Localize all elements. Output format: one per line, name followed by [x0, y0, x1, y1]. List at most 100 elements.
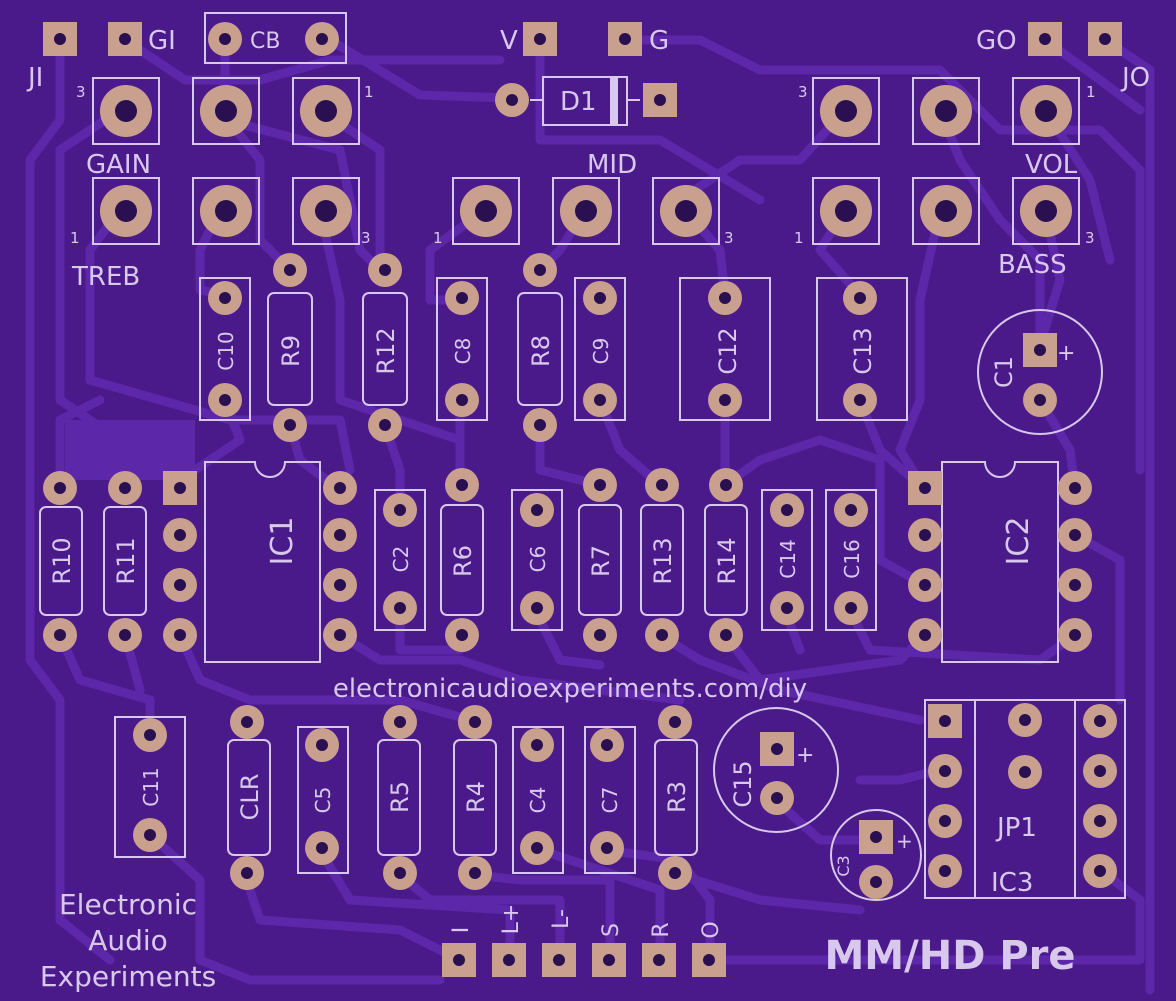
label-footer-o: O — [699, 921, 724, 938]
label-r12: R12 — [372, 327, 400, 374]
c11-outline — [114, 716, 186, 858]
c13-outline — [816, 277, 908, 421]
pot-pads — [92, 77, 1080, 245]
label-vol: VOL — [1025, 150, 1078, 180]
c7-outline — [584, 726, 636, 874]
label-d1: D1 — [560, 87, 597, 117]
c14-outline — [761, 489, 813, 631]
brand-line-3: Experiments — [40, 960, 216, 993]
label-jo: JO — [1120, 63, 1150, 93]
label-r3: R3 — [663, 781, 691, 813]
label-c9: C9 — [589, 338, 613, 365]
r3-outline — [654, 739, 698, 856]
label-r14: R14 — [713, 537, 741, 584]
label-c1-plus: + — [1057, 341, 1075, 366]
brand-line-2: Audio — [88, 924, 168, 957]
r14-outline — [704, 504, 748, 616]
pin-1-gain: 1 — [364, 83, 374, 101]
label-r13: R13 — [649, 537, 677, 584]
pin-1-mid: 1 — [433, 229, 443, 247]
label-c5: C5 — [311, 787, 335, 814]
pin-3-gain: 3 — [76, 83, 86, 101]
label-treb: TREB — [71, 262, 140, 292]
r4-outline — [453, 739, 497, 856]
label-c13: C13 — [849, 327, 877, 374]
components-layer — [39, 12, 1126, 977]
c3-outline — [830, 809, 922, 901]
ic1-outline — [204, 461, 321, 663]
label-ic3: IC3 — [991, 868, 1033, 898]
r7-outline — [578, 504, 622, 616]
r13-outline — [640, 504, 684, 616]
label-url: electronicaudioexperiments.com/diy — [333, 674, 807, 704]
c10-outline — [199, 277, 251, 421]
label-r10: R10 — [48, 537, 76, 584]
c4-outline — [512, 726, 564, 874]
pin-1-treb: 1 — [70, 229, 80, 247]
label-r11: R11 — [112, 537, 140, 584]
cb-outline — [204, 12, 347, 64]
label-gi: GI — [148, 26, 176, 56]
r9-outline — [267, 292, 313, 406]
pin-3-treb: 3 — [361, 229, 371, 247]
label-r5: R5 — [386, 781, 414, 813]
label-c7: C7 — [598, 787, 622, 814]
label-r9: R9 — [277, 335, 305, 367]
label-r7: R7 — [587, 545, 615, 577]
label-v: V — [500, 26, 518, 56]
pin-3-bass: 3 — [1085, 229, 1095, 247]
r12-outline — [362, 292, 408, 406]
r11-outline — [103, 506, 147, 616]
c8-outline — [436, 277, 488, 421]
label-clr: CLR — [236, 774, 264, 821]
label-r8: R8 — [527, 335, 555, 367]
label-footer-l-minus: L- — [549, 909, 574, 929]
label-c2: C2 — [389, 546, 413, 573]
label-jp1: JP1 — [995, 813, 1037, 843]
label-ic1: IC1 — [265, 517, 300, 566]
brand-line-1: Electronic — [59, 888, 197, 921]
label-c14: C14 — [776, 539, 800, 578]
ic2-outline — [941, 461, 1059, 663]
c6-outline — [511, 489, 563, 631]
label-c16: C16 — [840, 539, 864, 578]
pin-1-vol: 1 — [1086, 83, 1096, 101]
label-go: GO — [976, 26, 1017, 56]
label-r6: R6 — [449, 545, 477, 577]
label-footer-i: I — [449, 927, 474, 934]
r10-outline — [39, 506, 83, 616]
r6-outline — [440, 504, 484, 616]
label-c10: C10 — [214, 331, 238, 370]
label-c4: C4 — [526, 787, 550, 814]
label-g: G — [649, 26, 669, 56]
label-mid: MID — [587, 150, 637, 180]
label-c1: C1 — [990, 356, 1018, 388]
label-ic2: IC2 — [1001, 517, 1036, 566]
label-c3: C3 — [834, 855, 853, 876]
r8-outline — [517, 292, 563, 406]
c12-outline — [679, 277, 771, 421]
ground-pour — [65, 420, 195, 480]
c15-outline — [713, 707, 839, 833]
label-cb: CB — [250, 29, 280, 54]
c2-outline — [374, 489, 426, 631]
label-c3-plus: + — [896, 829, 913, 853]
ic3-outline — [924, 699, 1126, 899]
c9-outline — [574, 277, 626, 421]
label-c6: C6 — [526, 546, 550, 573]
label-c11: C11 — [139, 767, 163, 806]
c5-outline — [297, 726, 349, 874]
label-c15: C15 — [729, 760, 757, 807]
label-c12: C12 — [714, 327, 742, 374]
clr-outline — [227, 739, 271, 856]
silkscreen: JI GI CB V G GO JO D1 GAIN TREB MID VOL … — [26, 26, 1150, 993]
label-c15-plus: + — [796, 743, 814, 768]
pin-1-bass: 1 — [794, 229, 804, 247]
label-bass: BASS — [998, 250, 1067, 280]
label-footer-l-plus: L+ — [499, 904, 524, 935]
label-r4: R4 — [462, 781, 490, 813]
pin-3-mid: 3 — [724, 229, 734, 247]
label-c8: C8 — [451, 338, 475, 365]
c1-outline — [977, 309, 1103, 435]
